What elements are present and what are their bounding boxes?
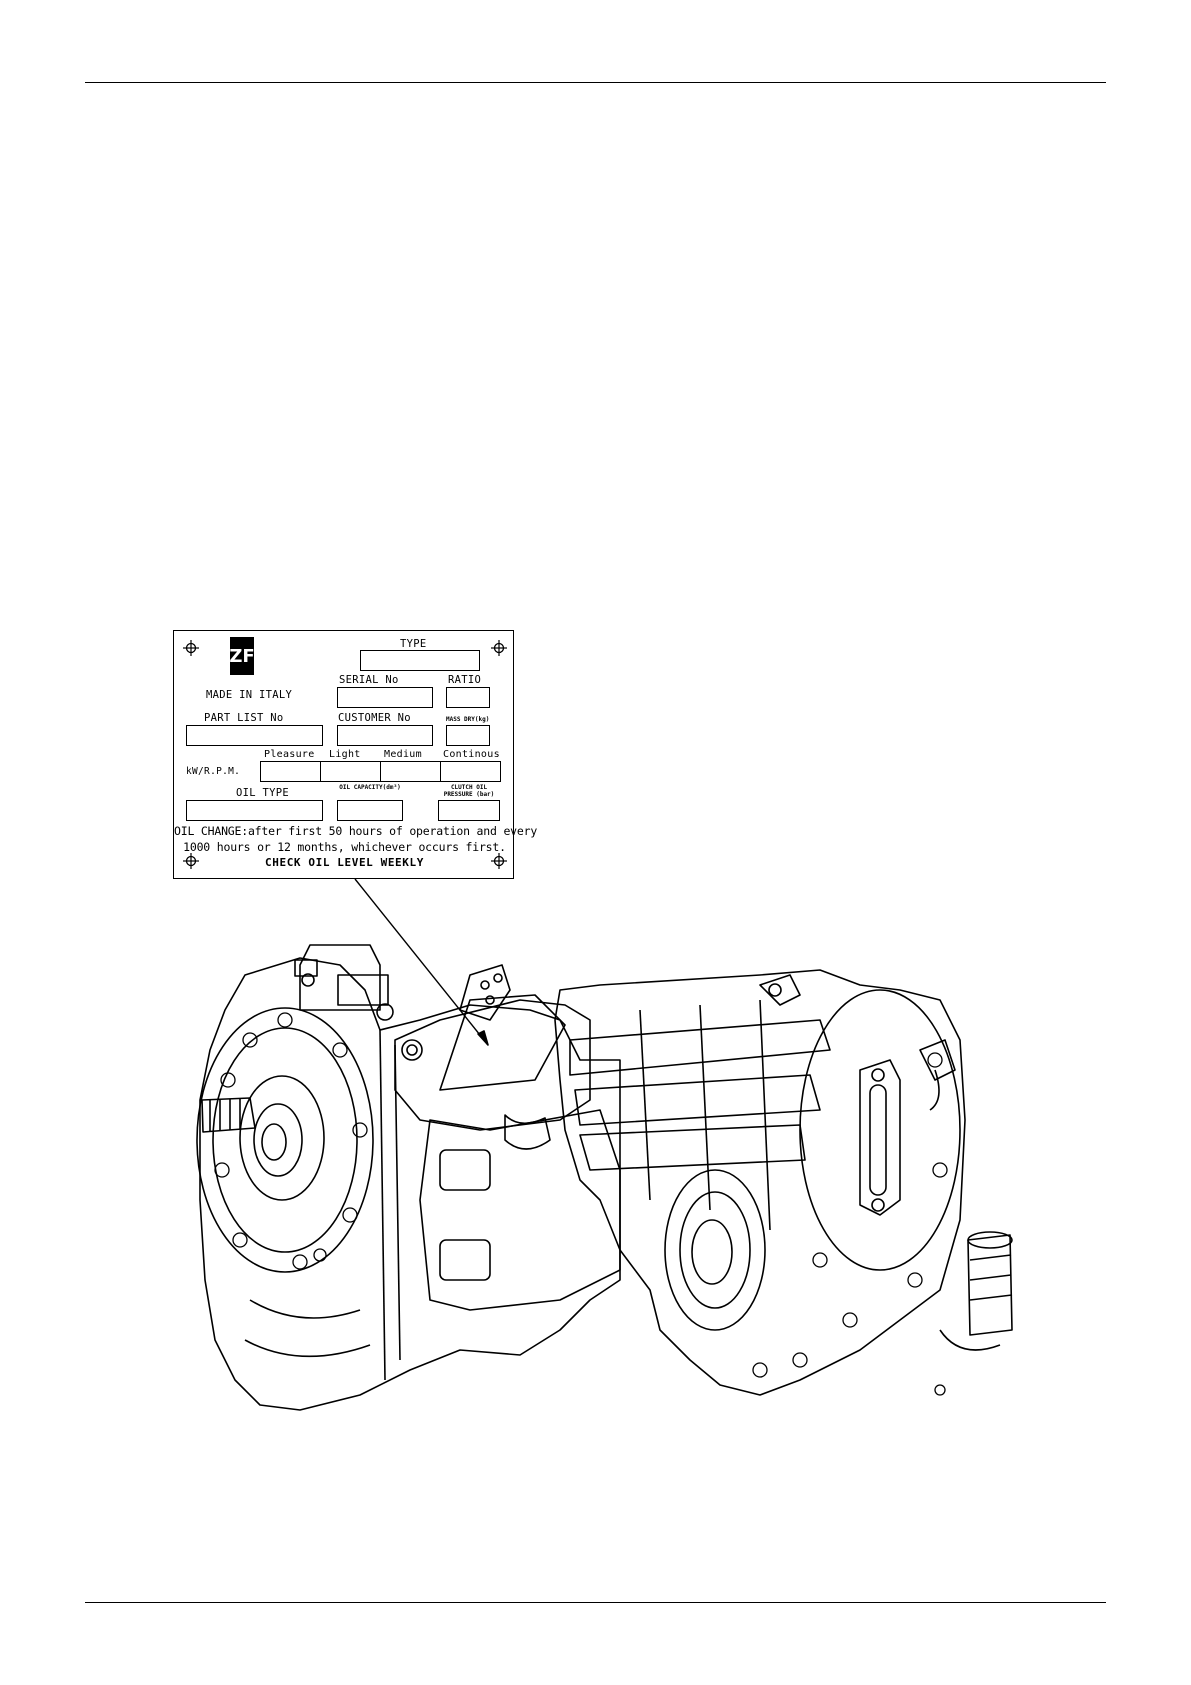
front-housing-outline — [200, 958, 620, 1410]
oil-capacity-field — [337, 800, 403, 821]
oil-type-label: OIL TYPE — [236, 787, 289, 799]
clutch-pressure-label: CLUTCH OIL PRESSURE (bar) — [438, 785, 500, 798]
mass-field — [446, 725, 490, 746]
type-field — [360, 650, 480, 671]
oil-capacity-label: OIL CAPACITY(dm³) — [337, 785, 403, 792]
duty-pleasure-field — [260, 761, 321, 782]
check-oil-note: CHECK OIL LEVEL WEEKLY — [174, 856, 515, 869]
duty-pleasure: Pleasure — [264, 749, 315, 760]
customer-label: CUSTOMER No — [338, 712, 411, 724]
kw-rpm-label: kW/R.P.M. — [186, 766, 240, 777]
duty-medium: Medium — [384, 749, 422, 760]
ratio-field — [446, 687, 490, 708]
serial-field — [337, 687, 433, 708]
leader-arrowhead — [478, 1031, 488, 1045]
made-in-label: MADE IN ITALY — [206, 689, 292, 701]
nameplate: ZF TYPE MADE IN ITALY SERIAL No RATIO PA… — [173, 630, 514, 879]
zf-logo: ZF — [230, 637, 254, 675]
oil-fitting — [968, 1235, 1012, 1335]
oil-type-field — [186, 800, 323, 821]
part-list-label: PART LIST No — [204, 712, 283, 724]
duty-light: Light — [329, 749, 361, 760]
serial-label: SERIAL No — [339, 674, 399, 686]
crosshair-icon — [491, 640, 507, 656]
rear-housing-outline — [555, 970, 965, 1395]
crosshair-icon — [183, 640, 199, 656]
ratio-label: RATIO — [448, 674, 481, 686]
flange-bolts — [215, 1013, 367, 1269]
duty-continuous: Continous — [443, 749, 500, 760]
mass-label: MASS DRY(kg) — [446, 717, 489, 724]
mount-bracket — [460, 965, 510, 1020]
type-label: TYPE — [400, 638, 427, 650]
oil-change-line-1: OIL CHANGE:after first 50 hours of opera… — [174, 824, 515, 838]
part-list-field — [186, 725, 323, 746]
duty-medium-field — [380, 761, 441, 782]
duty-light-field — [320, 761, 381, 782]
clutch-pressure-field — [438, 800, 500, 821]
customer-field — [337, 725, 433, 746]
oil-change-line-2: 1000 hours or 12 months, whichever occur… — [174, 840, 515, 854]
rear-bracket — [860, 1060, 900, 1215]
duty-continuous-field — [440, 761, 501, 782]
